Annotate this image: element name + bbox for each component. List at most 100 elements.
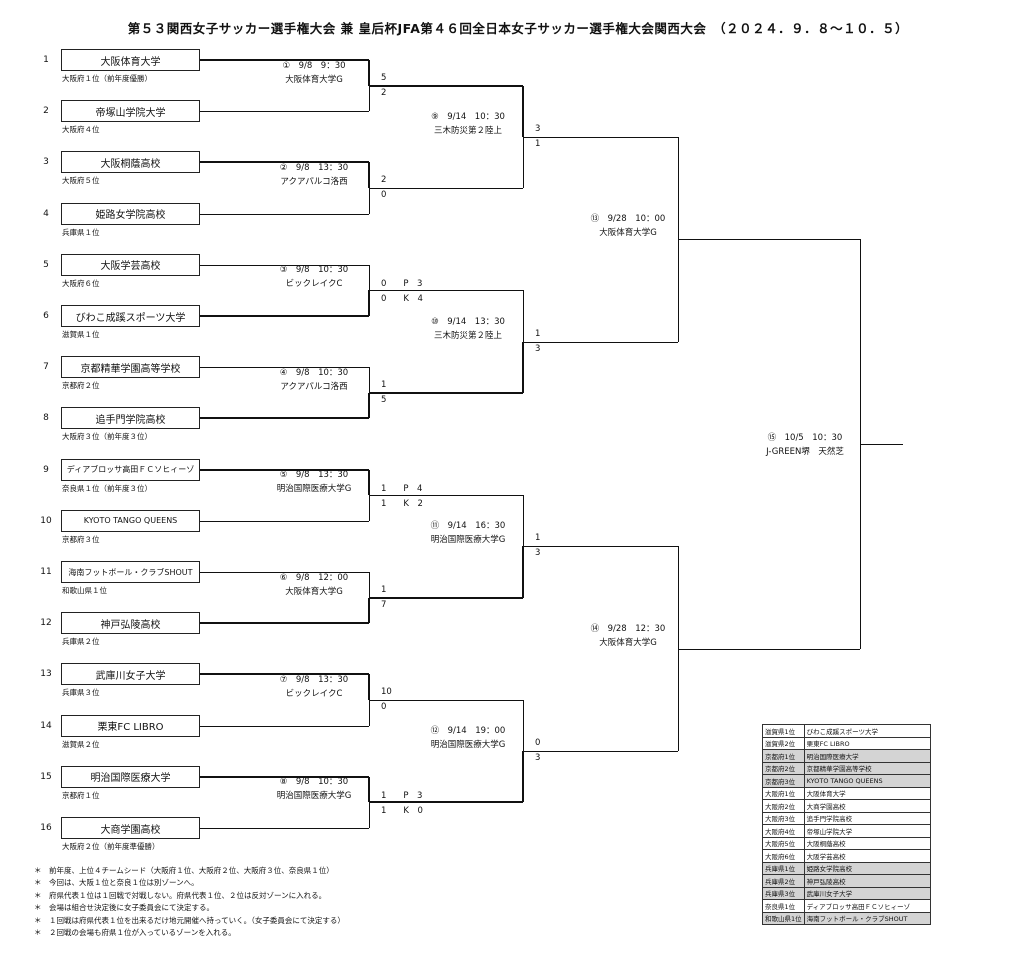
team-qualifier: 兵庫県２位 xyxy=(62,637,100,647)
bracket-line xyxy=(200,622,369,625)
bracket-line xyxy=(369,290,523,292)
bracket-line xyxy=(523,546,678,548)
legend-team: 神戸弘陵高校 xyxy=(803,874,932,888)
team-name-box: 大商学園高校 xyxy=(61,817,200,839)
legend-prefecture: 滋賀県2位 xyxy=(762,736,805,750)
bracket-line xyxy=(368,290,370,316)
match-date: ⑪ 9/14 16：30 xyxy=(430,521,506,532)
bracket-line xyxy=(200,59,369,61)
legend-team: 明治国際医療大学 xyxy=(803,749,932,763)
legend-row: 兵庫県2位神戸弘陵高校 xyxy=(762,874,932,888)
team-qualifier: 滋賀県２位 xyxy=(62,739,100,749)
legend-row: 奈良県1位ディアブロッサ高田ＦＣソヒィーゾ xyxy=(762,899,932,913)
match-date: ① 9/8 9：30 xyxy=(282,60,346,71)
bracket-line xyxy=(522,85,524,137)
match-venue: 大阪体育大学G xyxy=(285,586,343,597)
bracket-line xyxy=(523,136,524,188)
seed-number: 12 xyxy=(40,618,52,629)
score-bottom: 7 xyxy=(381,599,387,610)
legend-row: 大阪府2位大商学園高校 xyxy=(762,799,932,813)
seed-number: 11 xyxy=(40,567,52,577)
bracket-line xyxy=(369,596,523,599)
legend-prefecture: 大阪府2位 xyxy=(762,799,805,813)
match-date: ⑦ 9/8 13：30 xyxy=(279,675,349,685)
bracket-line xyxy=(200,673,369,676)
bracket-line xyxy=(522,751,524,803)
match-venue: 大阪体育大学G xyxy=(285,74,343,85)
bracket-line xyxy=(200,367,369,369)
match-venue: 三木防災第２陸上 xyxy=(433,330,502,341)
legend-team: 栗東FC LIBRO xyxy=(803,736,932,750)
score-bottom: 1 K 0 xyxy=(381,806,423,817)
bracket-line xyxy=(368,162,370,188)
score-bottom: 5 xyxy=(381,394,387,405)
bracket-line xyxy=(860,444,903,445)
match-venue: 明治国際医療大学G xyxy=(430,535,506,546)
match-date: ④ 9/8 10：30 xyxy=(279,367,349,378)
note-line: ＊ ２回戦の会場も府県１位が入っているゾーンを入れる。 xyxy=(34,928,236,938)
legend-team: 京都精華学園高等学校 xyxy=(803,761,932,775)
seed-number: 5 xyxy=(43,259,49,270)
bracket-line xyxy=(368,597,370,624)
bracket-line xyxy=(860,239,861,649)
seed-number: 16 xyxy=(40,823,52,833)
score-bottom: 0 xyxy=(381,190,387,200)
legend-row: 大阪府5位大阪桐蔭高校 xyxy=(762,836,932,850)
score-top: 0 P 3 xyxy=(381,279,423,290)
score-top: 0 xyxy=(535,738,541,749)
bracket-line xyxy=(368,469,370,496)
score-top: 1 xyxy=(381,379,387,390)
notes: ＊ 前年度、上位４チームシード（大阪府１位、大阪府２位、大阪府３位、奈良県１位）… xyxy=(34,865,345,939)
bracket-line xyxy=(200,417,369,420)
team-qualifier: 大阪府２位（前年度準優勝） xyxy=(62,842,160,851)
legend-team: ディアブロッサ高田ＦＣソヒィーゾ xyxy=(803,899,932,913)
team-qualifier: 京都府３位 xyxy=(62,534,100,544)
legend-row: 大阪府6位大阪学芸高校 xyxy=(762,849,932,863)
score-top: 1 xyxy=(535,328,541,339)
bracket-line xyxy=(200,725,369,727)
seed-number: 10 xyxy=(40,515,52,526)
team-name-box: ディアブロッサ高田ＦＣソヒィーゾ xyxy=(61,458,200,481)
match-date: ⑭ 9/28 12：30 xyxy=(590,623,666,634)
bracket-line xyxy=(369,700,523,701)
match-venue: 大阪体育大学G xyxy=(599,637,657,648)
team-name-box: 姫路女学院高校 xyxy=(61,202,200,225)
bracket-line xyxy=(200,520,369,522)
bracket-line xyxy=(369,802,370,828)
team-name-box: 海南フットボール・クラブSHOUT xyxy=(61,561,200,583)
match-venue: ビックレイクC xyxy=(285,279,343,290)
bracket-line xyxy=(200,468,369,471)
legend-team: 追手門学院高校 xyxy=(803,811,932,825)
score-top: 1 P 3 xyxy=(381,791,423,802)
team-name-box: KYOTO TANGO QUEENS xyxy=(61,509,200,532)
legend-team: びわこ成蹊スポーツ大学 xyxy=(803,724,932,738)
legend-prefecture: 大阪府5位 xyxy=(762,836,805,850)
bracket-line xyxy=(523,751,678,753)
score-bottom: 0 K 4 xyxy=(381,294,423,305)
bracket-line xyxy=(369,188,523,189)
match-date: ⑫ 9/14 19：00 xyxy=(430,726,506,737)
team-qualifier: 大阪府４位 xyxy=(62,125,100,135)
bracket-line xyxy=(368,60,370,86)
bracket-line xyxy=(523,700,524,752)
legend-prefecture: 奈良県1位 xyxy=(762,899,805,913)
seed-number: 3 xyxy=(43,157,49,168)
seed-number: 8 xyxy=(43,413,49,424)
match-venue: 明治国際医療大学G xyxy=(276,484,352,495)
match-venue: ビックレイクC xyxy=(285,689,343,699)
match-date: ⑨ 9/14 10：30 xyxy=(431,111,505,122)
team-name-box: 武庫川女子大学 xyxy=(61,663,200,686)
seed-number: 15 xyxy=(40,771,52,782)
bracket-line xyxy=(369,85,370,112)
team-qualifier: 奈良県１位（前年度３位） xyxy=(62,483,152,493)
score-top: 1 P 4 xyxy=(381,484,423,495)
score-top: 10 xyxy=(381,687,392,697)
score-top: 2 xyxy=(381,175,387,185)
team-name-box: 栗東FC LIBRO xyxy=(61,714,200,737)
legend-prefecture: 京都府2位 xyxy=(762,761,805,775)
score-bottom: 3 xyxy=(535,753,541,764)
team-qualifier: 和歌山県１位 xyxy=(62,586,107,595)
bracket-line xyxy=(200,161,369,164)
legend-prefecture: 兵庫県1位 xyxy=(762,861,805,875)
